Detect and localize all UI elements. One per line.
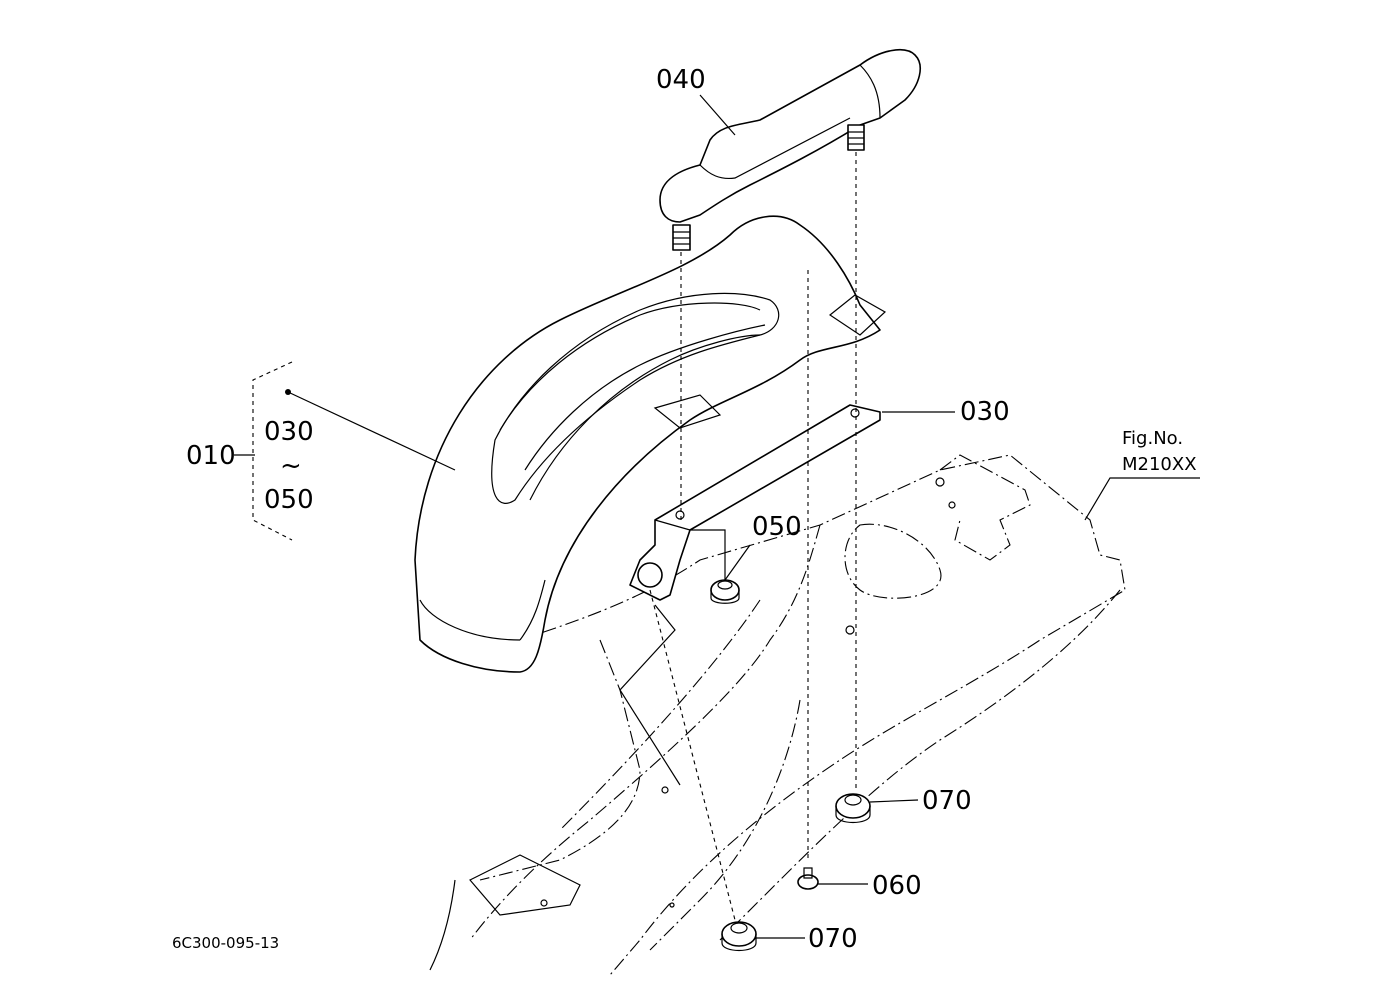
nut-050 <box>710 579 740 604</box>
reference-frame <box>429 454 1126 976</box>
bolt-060 <box>797 867 819 890</box>
nut-070-right <box>835 793 871 824</box>
label-040: 040 <box>656 65 706 95</box>
fig-number: M210XX <box>1122 454 1197 475</box>
leader-lines <box>234 94 1200 939</box>
fender <box>414 215 887 673</box>
fig-label: Fig.No. <box>1122 428 1183 449</box>
label-range-tilde: ~ <box>280 451 302 481</box>
drawing-number: 6C300-095-13 <box>172 934 279 952</box>
label-010: 010 <box>186 441 236 471</box>
nut-070-bottom <box>721 921 757 952</box>
label-060: 060 <box>872 871 922 901</box>
label-050: 050 <box>752 512 802 542</box>
label-range-end: 050 <box>264 485 314 515</box>
range-bracket <box>252 361 293 541</box>
bracket <box>629 404 881 601</box>
grip-handle <box>659 49 921 251</box>
label-030: 030 <box>960 397 1010 427</box>
label-070-bottom: 070 <box>808 924 858 954</box>
assembly-axes <box>649 152 857 921</box>
label-070-right: 070 <box>922 786 972 816</box>
label-range-start: 030 <box>264 417 314 447</box>
